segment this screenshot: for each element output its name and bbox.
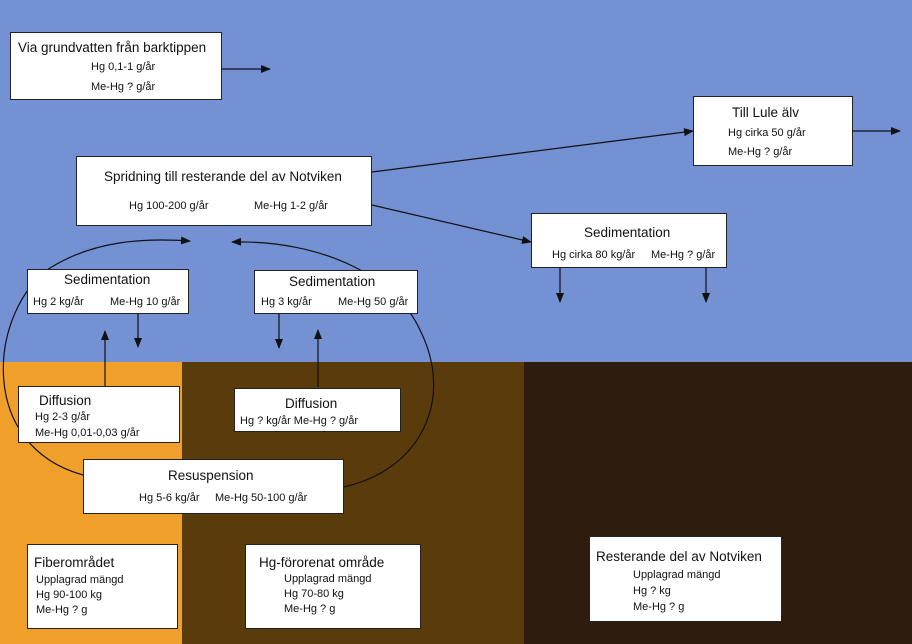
sed-left-mehg: Me-Hg 10 g/år xyxy=(110,296,181,308)
rest-line1: Upplagrad mängd xyxy=(633,569,721,581)
sedimentation-right-box: Sedimentation Hg cirka 80 kg/år Me-Hg ? … xyxy=(531,213,727,268)
diffusion-mid-box: Diffusion Hg ? kg/år Me-Hg ? g/år xyxy=(234,388,401,432)
groundwater-mehg: Me-Hg ? g/år xyxy=(91,81,156,93)
hg-contaminated-box: Hg-förorenat område Upplagrad mängd Hg 7… xyxy=(245,544,421,629)
hgarea-line3: Me-Hg ? g xyxy=(284,603,336,615)
sedimentation-left-box: Sedimentation Hg 2 kg/år Me-Hg 10 g/år xyxy=(27,269,189,314)
sed-right-mehg: Me-Hg ? g/år xyxy=(651,249,716,261)
fiber-line2: Hg 90-100 kg xyxy=(36,589,103,601)
fiber-line3: Me-Hg ? g xyxy=(36,604,88,616)
diff-mid-title: Diffusion xyxy=(285,396,338,411)
rest-title: Resterande del av Notviken xyxy=(596,549,762,564)
groundwater-hg: Hg 0,1-1 g/år xyxy=(91,61,156,73)
sed-right-title: Sedimentation xyxy=(584,225,671,240)
spread-box: Spridning till resterande del av Notvike… xyxy=(76,156,372,226)
fiber-title: Fiberområdet xyxy=(34,555,115,570)
resusp-mehg: Me-Hg 50-100 g/år xyxy=(215,492,308,504)
fiber-area-box: Fiberområdet Upplagrad mängd Hg 90-100 k… xyxy=(27,544,178,629)
diff-left-mehg: Me-Hg 0,01-0,03 g/år xyxy=(35,427,140,439)
rest-line3: Me-Hg ? g xyxy=(633,601,685,613)
hgarea-title: Hg-förorenat område xyxy=(259,555,385,570)
groundwater-title: Via grundvatten från barktippen xyxy=(18,40,207,55)
hgarea-line1: Upplagrad mängd xyxy=(284,573,372,585)
groundwater-box: Via grundvatten från barktippen Hg 0,1-1… xyxy=(10,32,222,100)
diff-left-title: Diffusion xyxy=(39,393,92,408)
sed-left-title: Sedimentation xyxy=(64,272,151,287)
diff-left-hg: Hg 2-3 g/år xyxy=(35,411,91,423)
sed-mid-hg: Hg 3 kg/år xyxy=(261,296,312,308)
lule-title: Till Lule älv xyxy=(732,105,800,120)
resuspension-box: Resuspension Hg 5-6 kg/år Me-Hg 50-100 g… xyxy=(83,459,344,514)
hgarea-line2: Hg 70-80 kg xyxy=(284,588,344,600)
sedimentation-mid-box: Sedimentation Hg 3 kg/år Me-Hg 50 g/år xyxy=(254,270,418,314)
spread-hg: Hg 100-200 g/år xyxy=(129,200,209,212)
fiber-line1: Upplagrad mängd xyxy=(36,574,124,586)
remaining-notviken-box: Resterande del av Notviken Upplagrad män… xyxy=(589,536,782,622)
diff-mid-values: Hg ? kg/år Me-Hg ? g/år xyxy=(240,415,358,427)
sed-left-hg: Hg 2 kg/år xyxy=(33,296,84,308)
spread-title: Spridning till resterande del av Notvike… xyxy=(104,169,342,184)
diffusion-left-box: Diffusion Hg 2-3 g/år Me-Hg 0,01-0,03 g/… xyxy=(18,386,180,443)
resusp-title: Resuspension xyxy=(168,468,254,483)
sed-mid-mehg: Me-Hg 50 g/år xyxy=(338,296,409,308)
lule-river-box: Till Lule älv Hg cirka 50 g/år Me-Hg ? g… xyxy=(693,96,853,166)
sed-mid-title: Sedimentation xyxy=(289,274,376,289)
lule-mehg: Me-Hg ? g/år xyxy=(728,146,793,158)
sed-right-hg: Hg cirka 80 kg/år xyxy=(552,249,636,261)
resusp-hg: Hg 5-6 kg/år xyxy=(139,492,200,504)
lule-hg: Hg cirka 50 g/år xyxy=(728,127,806,139)
spread-mehg: Me-Hg 1-2 g/år xyxy=(254,200,328,212)
rest-line2: Hg ? kg xyxy=(633,585,671,597)
